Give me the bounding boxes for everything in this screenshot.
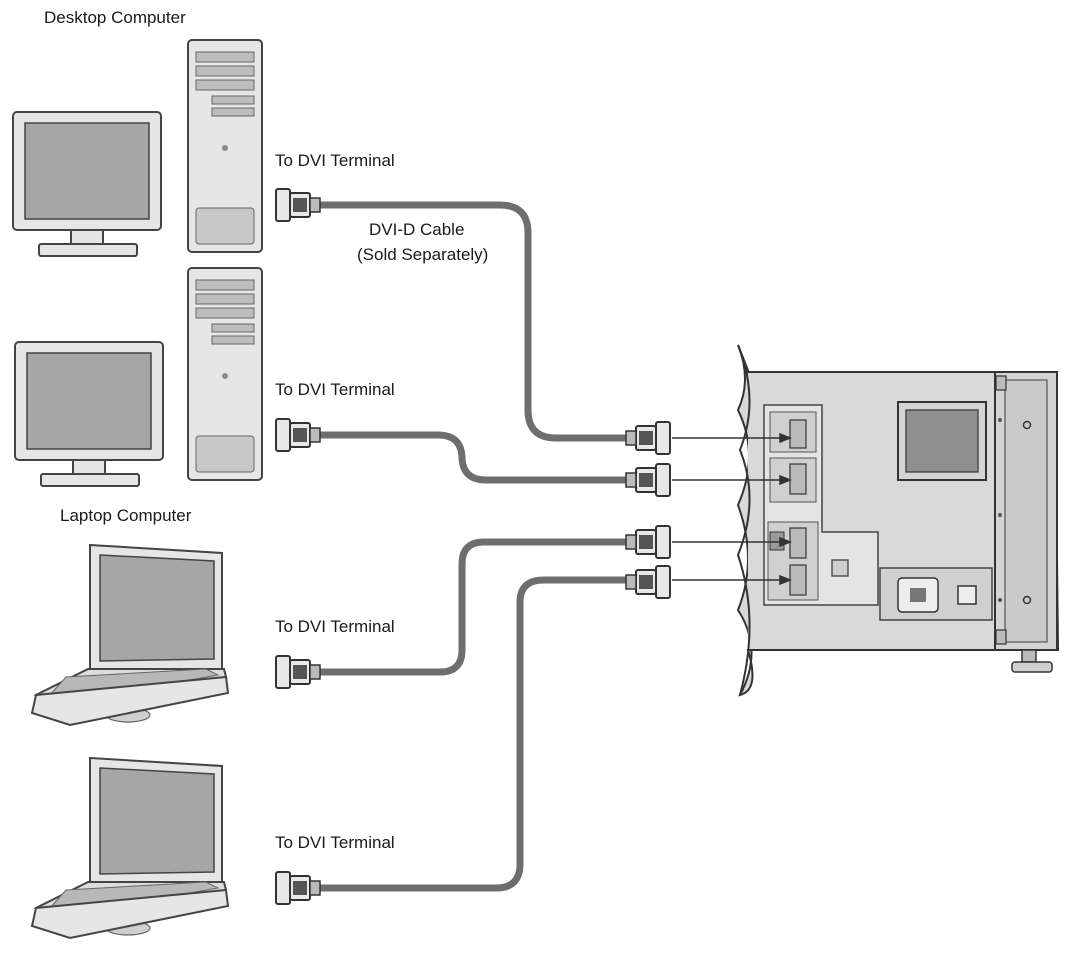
dvi-terminal-label-2: To DVI Terminal bbox=[275, 380, 395, 399]
dvi-terminal-label-4: To DVI Terminal bbox=[275, 833, 395, 852]
sold-separately-label: (Sold Separately) bbox=[357, 245, 489, 264]
desktop-computer-label: Desktop Computer bbox=[44, 8, 186, 27]
dvi-plug-icon bbox=[275, 418, 321, 452]
dvi-d-cable bbox=[316, 538, 632, 676]
dvi-plug-icon bbox=[625, 565, 671, 599]
dvi-terminal-label-1: To DVI Terminal bbox=[275, 151, 395, 170]
dvi-d-cable bbox=[316, 201, 632, 442]
dvi-plug-icon bbox=[625, 463, 671, 497]
projector-rear-panel bbox=[736, 344, 1060, 697]
dvi-plug-icon bbox=[275, 655, 321, 689]
desktop-tower-icon bbox=[187, 39, 263, 253]
laptop-icon bbox=[31, 544, 229, 726]
dvi-terminal-label-3: To DVI Terminal bbox=[275, 617, 395, 636]
dvi-d-cable bbox=[316, 431, 632, 484]
monitor-icon bbox=[14, 341, 164, 487]
dvi-d-cable bbox=[316, 576, 632, 892]
dvi-plug-icon bbox=[625, 525, 671, 559]
dvi-d-cable-label: DVI-D Cable bbox=[369, 220, 465, 239]
dvi-plug-icon bbox=[625, 421, 671, 455]
connection-arrows bbox=[672, 432, 793, 586]
dvi-d-cables bbox=[316, 201, 632, 892]
dvi-plug-icon bbox=[275, 188, 321, 222]
monitor-icon bbox=[12, 111, 162, 257]
desktop-tower-icon bbox=[187, 267, 263, 481]
laptop-icon bbox=[31, 757, 229, 939]
dvi-plug-icon bbox=[275, 871, 321, 905]
laptop-computer-label: Laptop Computer bbox=[60, 506, 192, 525]
